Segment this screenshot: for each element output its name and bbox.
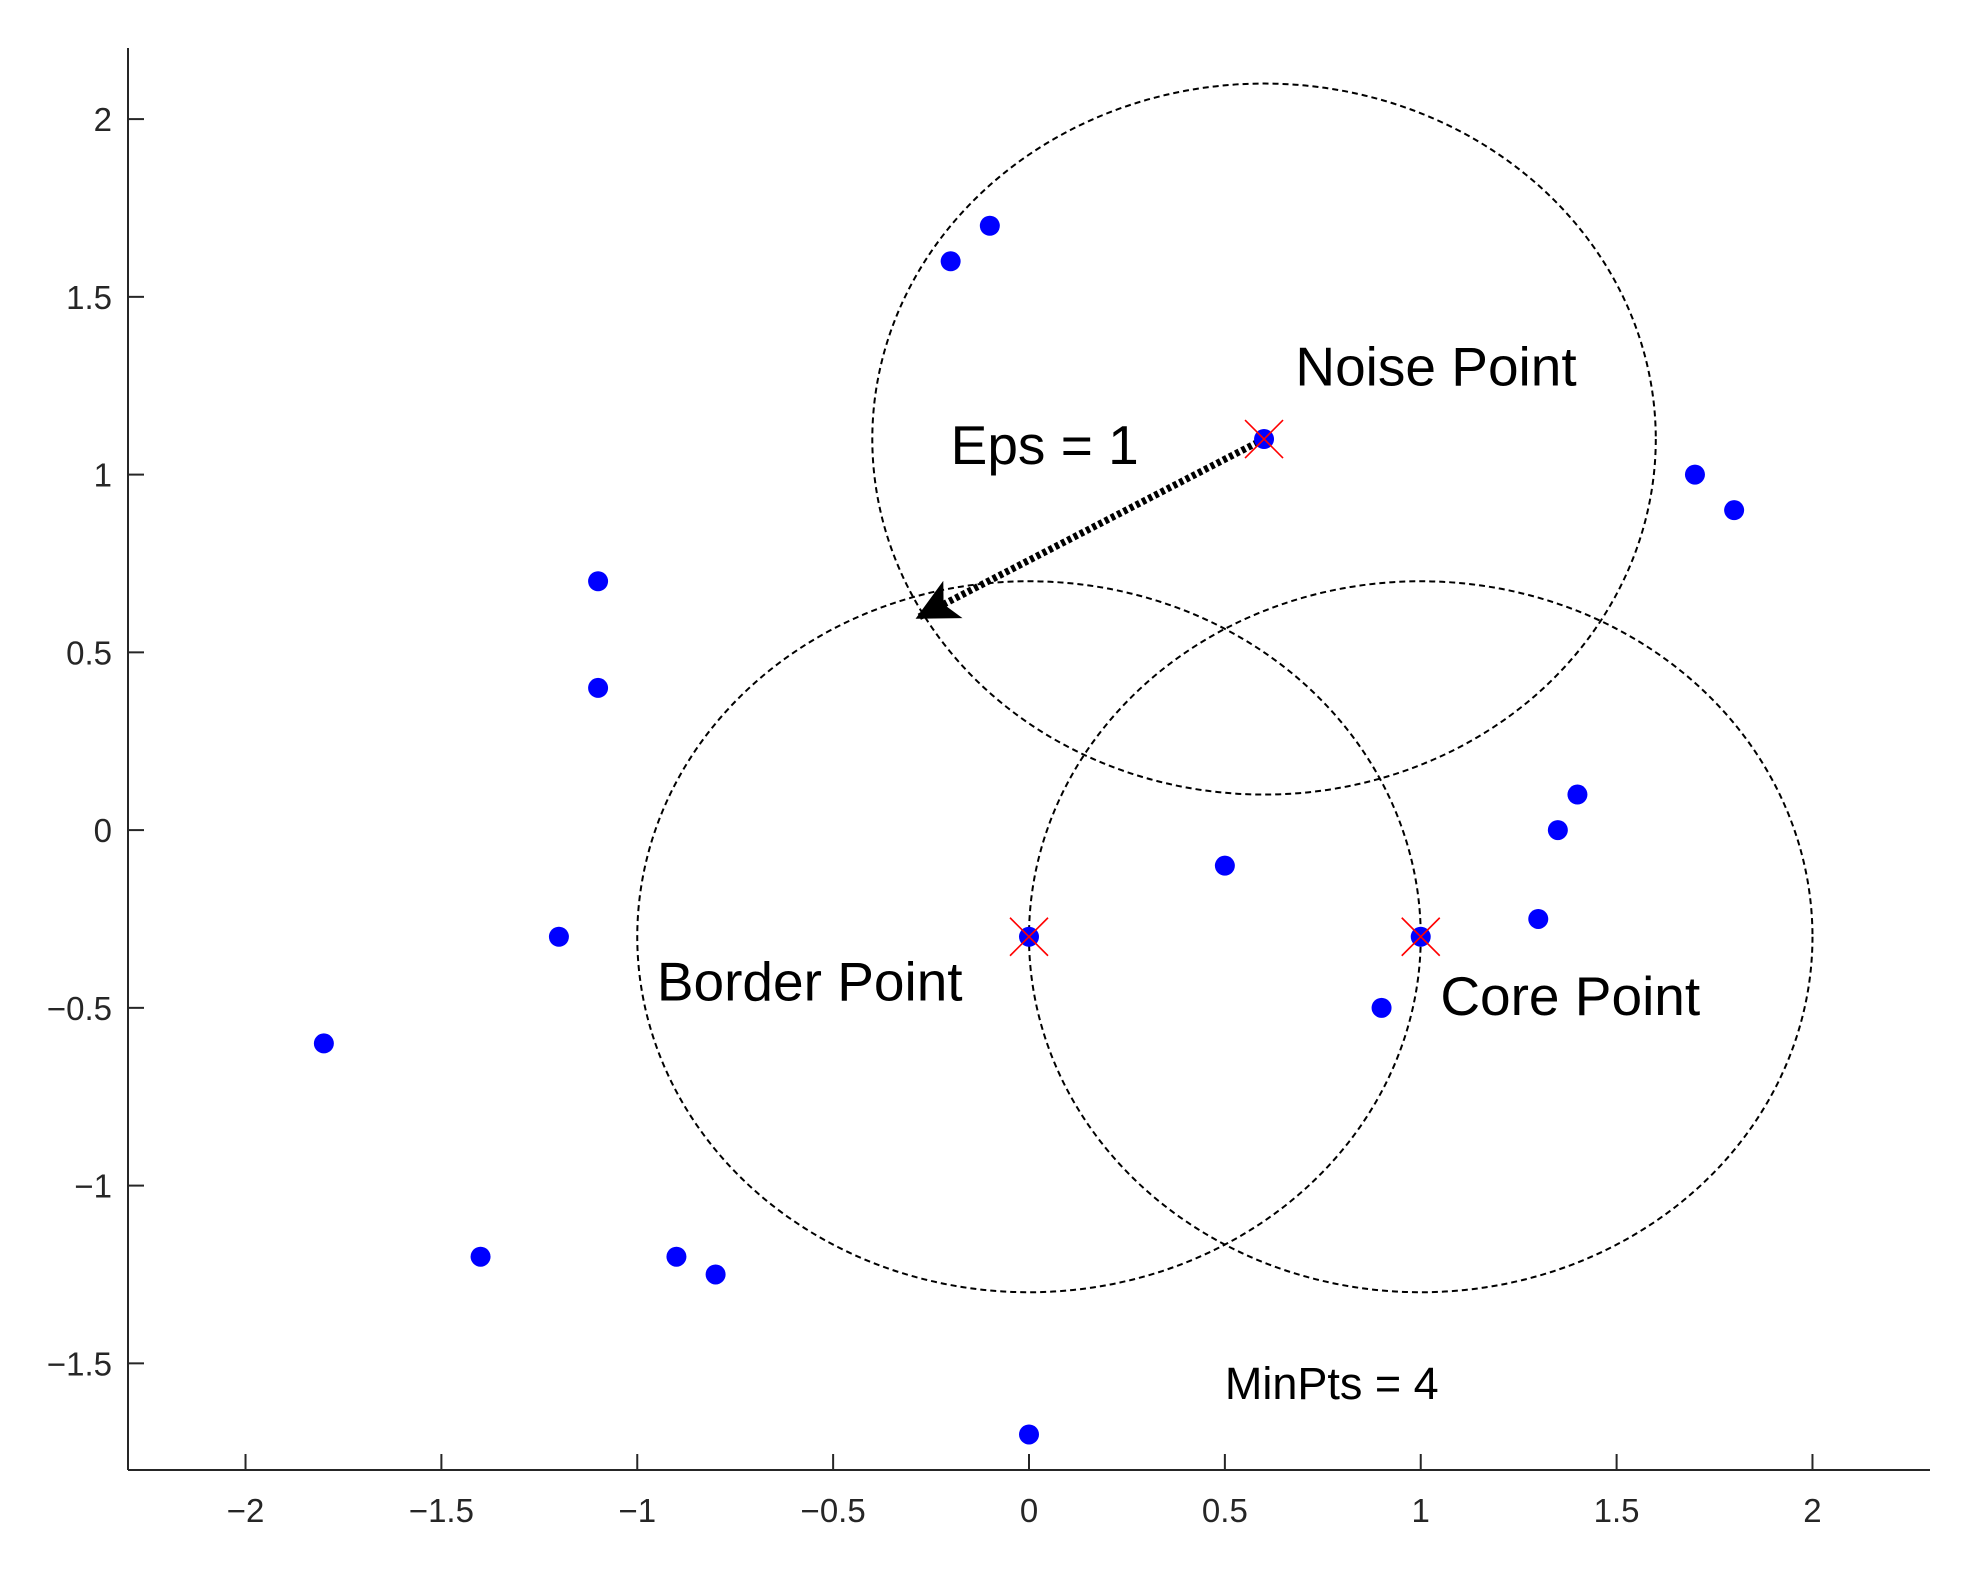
data-point	[1724, 500, 1745, 521]
axes: −2 −1.5 −1 −0.5 0 0.5 1 1.5 2 −1.5 −1 −0.5 0 0.5 1 1.5 2	[47, 48, 1930, 1529]
data-point	[313, 1033, 334, 1054]
annotation-noise-point: Noise Point	[1295, 336, 1576, 398]
x-tick-label: 1.5	[1594, 1492, 1640, 1529]
data-point	[470, 1246, 491, 1267]
x-marker-stroke	[1244, 419, 1284, 459]
x-tick-label: 1	[1412, 1492, 1430, 1529]
eps-circle	[871, 82, 1657, 796]
data-point	[1371, 997, 1392, 1018]
y-tick-label: 0.5	[66, 634, 112, 671]
x-tick-label: −1.5	[409, 1492, 474, 1529]
y-tick-label: 1	[94, 457, 112, 494]
data-point	[979, 215, 1000, 236]
data-point	[666, 1246, 687, 1267]
x-tick-label: −2	[227, 1492, 265, 1529]
eps-arrow-group	[915, 435, 1266, 620]
data-point	[1567, 784, 1588, 805]
data-point	[1547, 820, 1568, 841]
data-point	[1214, 855, 1235, 876]
data-point	[1684, 464, 1705, 485]
x-marker-stroke	[1401, 917, 1441, 957]
highlight-x-marker	[1401, 917, 1441, 957]
data-points	[313, 215, 1745, 1445]
highlighted-markers	[1009, 419, 1441, 957]
data-point	[548, 926, 569, 947]
data-point	[1019, 1424, 1039, 1445]
annotation-core-point: Core Point	[1440, 965, 1700, 1027]
x-tick-label: −1	[618, 1492, 656, 1529]
annotation-minpts-4: MinPts = 4	[1225, 1358, 1439, 1409]
y-tick-label: 0	[94, 812, 112, 849]
y-tick-label: −0.5	[47, 990, 112, 1027]
annotation-eps-1: Eps = 1	[951, 414, 1139, 476]
y-tick-label: −1.5	[47, 1345, 112, 1382]
y-tick-label: 2	[94, 101, 112, 138]
annotation-border-point: Border Point	[657, 951, 963, 1013]
highlight-x-marker	[1244, 419, 1284, 459]
x-marker-stroke	[1009, 917, 1049, 957]
x-tick-label: 0	[1020, 1492, 1038, 1529]
highlight-x-marker	[1009, 917, 1049, 957]
eps-arrow	[915, 435, 1266, 620]
data-point	[1528, 908, 1549, 929]
data-point	[705, 1264, 726, 1285]
y-tick-label: −1	[74, 1168, 112, 1205]
data-point	[588, 677, 609, 698]
data-point	[588, 571, 609, 592]
eps-circles	[636, 82, 1814, 1294]
x-tick-label: −0.5	[801, 1492, 866, 1529]
y-tick-label: 1.5	[66, 279, 112, 316]
x-tick-label: 0.5	[1202, 1492, 1248, 1529]
data-point	[940, 251, 961, 272]
x-tick-label: 2	[1803, 1492, 1821, 1529]
